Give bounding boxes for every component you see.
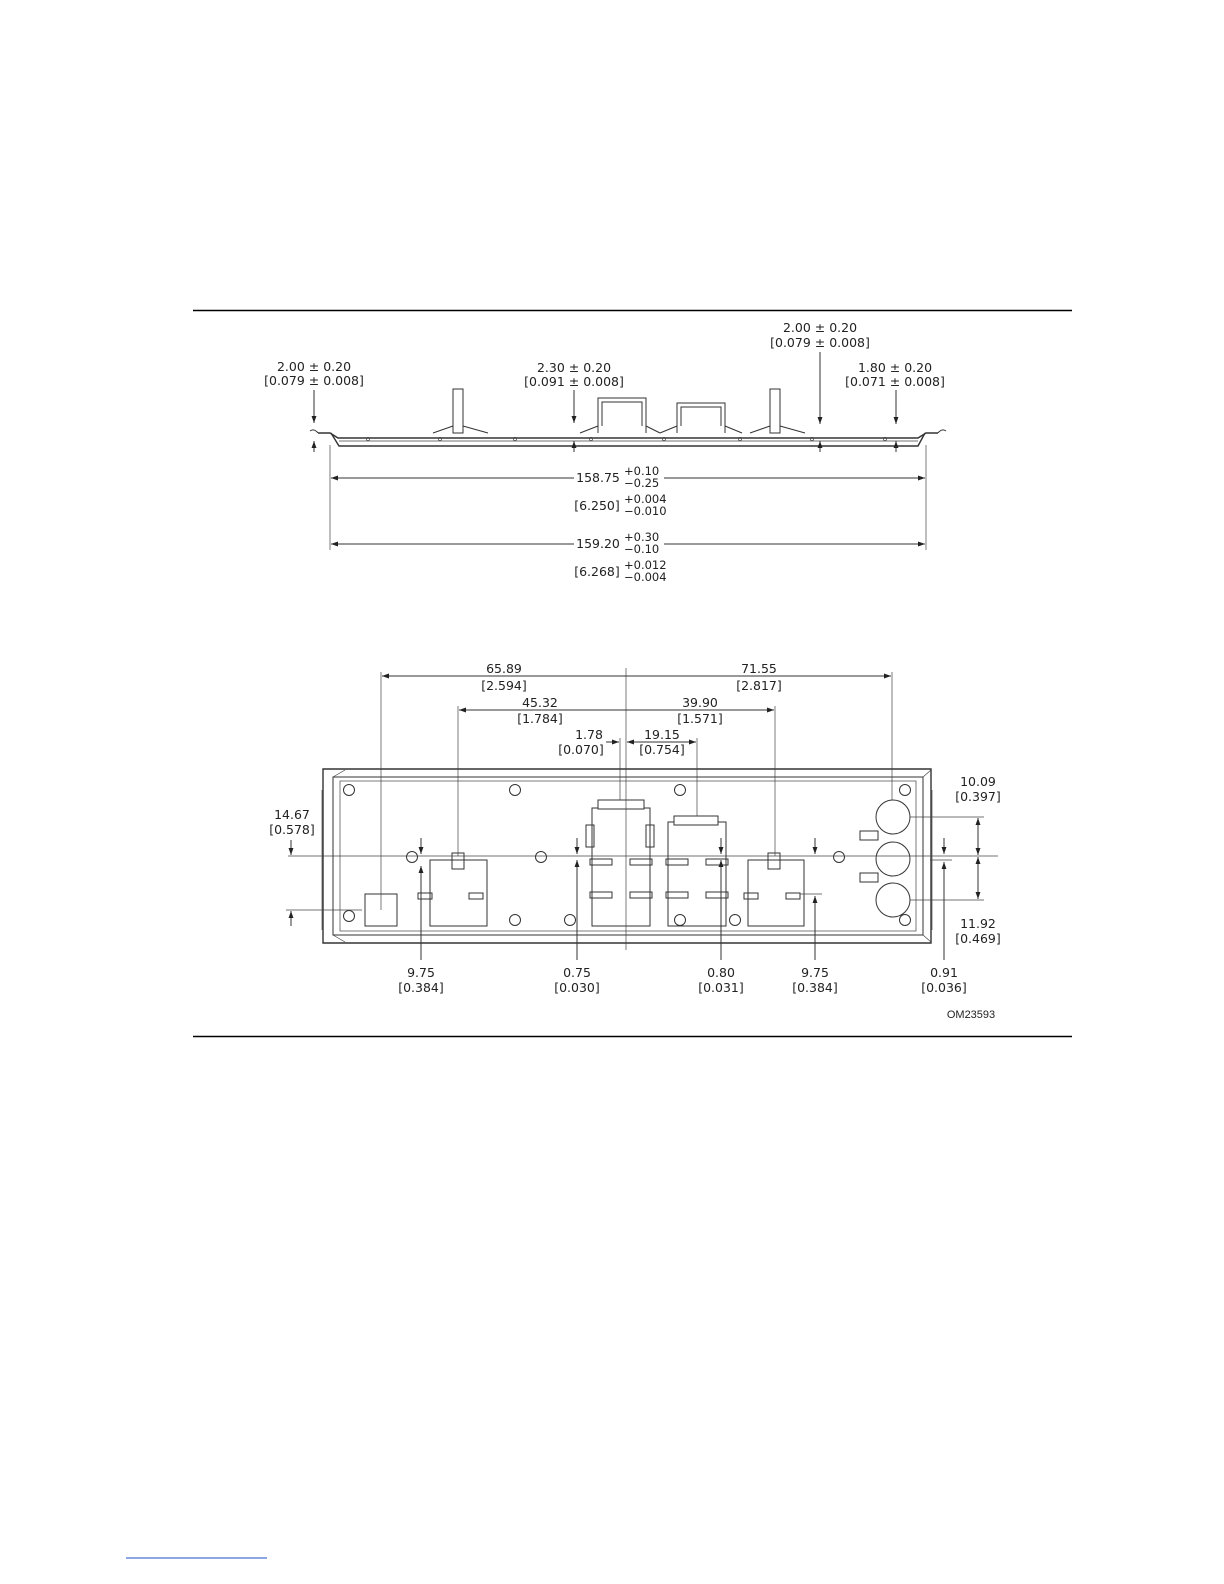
dim-14-67-in: [0.578] bbox=[269, 822, 315, 837]
dim-65-89-in: [2.594] bbox=[481, 678, 527, 693]
side-view-holes bbox=[366, 437, 887, 441]
side-tab-1 bbox=[597, 397, 647, 433]
front-plate-outline bbox=[322, 768, 932, 944]
front-port-cutout-3 bbox=[665, 815, 729, 927]
overall-outer-in-minus: −0.004 bbox=[624, 570, 667, 584]
dim-1-78-in: [0.070] bbox=[558, 742, 604, 757]
dim-71-55-in: [2.817] bbox=[736, 678, 782, 693]
dim-19-15-mm: 19.15 bbox=[644, 727, 680, 742]
dim-0-75-mm: 0.75 bbox=[563, 965, 591, 980]
side-left-height-in: [0.079 ± 0.008] bbox=[264, 373, 364, 388]
front-view: 65.89 [2.594] 71.55 [2.817] 45.32 [1.784… bbox=[269, 661, 1001, 995]
dim-10-09-in: [0.397] bbox=[955, 789, 1001, 804]
side-post-right bbox=[769, 388, 781, 434]
dim-19-15-in: [0.754] bbox=[639, 742, 685, 757]
dim-0-91-mm: 0.91 bbox=[930, 965, 958, 980]
overall-outer-mm: 159.20 bbox=[576, 536, 620, 551]
dim-0-80-mm: 0.80 bbox=[707, 965, 735, 980]
overall-inner-in-plus: +0.004 bbox=[624, 492, 667, 506]
overall-outer-mm-minus: −0.10 bbox=[624, 542, 659, 556]
side-view: 2.00 ± 0.20 [0.079 ± 0.008] 2.30 ± 0.20 … bbox=[264, 320, 947, 584]
side-right-tab-height-in: [0.079 ± 0.008] bbox=[770, 335, 870, 350]
front-holes bbox=[343, 784, 911, 926]
overall-inner-mm-minus: −0.25 bbox=[624, 476, 659, 490]
dim-9-75-left-mm: 9.75 bbox=[407, 965, 435, 980]
dim-45-32-mm: 45.32 bbox=[522, 695, 558, 710]
figure-id: OM23593 bbox=[947, 1009, 995, 1021]
dim-65-89-mm: 65.89 bbox=[486, 661, 522, 676]
side-right-tab-height-mm: 2.00 ± 0.20 bbox=[783, 320, 857, 335]
dim-0-80-in: [0.031] bbox=[698, 980, 744, 995]
dim-9-75-right-mm: 9.75 bbox=[801, 965, 829, 980]
overall-outer-in-plus: +0.012 bbox=[624, 558, 667, 572]
overall-inner-in-minus: −0.010 bbox=[624, 504, 667, 518]
side-tab-2 bbox=[676, 402, 726, 433]
dim-0-91-in: [0.036] bbox=[921, 980, 967, 995]
overall-inner-mm-plus: +0.10 bbox=[624, 464, 659, 478]
dim-14-67-mm: 14.67 bbox=[274, 807, 310, 822]
dim-9-75-right-in: [0.384] bbox=[792, 980, 838, 995]
overall-outer-in: [6.268] bbox=[574, 564, 620, 579]
dim-39-90-mm: 39.90 bbox=[682, 695, 718, 710]
front-audio-jacks bbox=[859, 799, 911, 918]
front-port-cutout-4 bbox=[743, 852, 805, 927]
front-port-cutout-2 bbox=[585, 799, 655, 927]
dim-39-90-in: [1.571] bbox=[677, 711, 723, 726]
overall-inner-mm: 158.75 bbox=[576, 470, 620, 485]
side-post-left bbox=[452, 388, 464, 434]
front-port-cutout-1 bbox=[417, 852, 488, 927]
side-tab-height-in: [0.091 ± 0.008] bbox=[524, 374, 624, 389]
dim-10-09-mm: 10.09 bbox=[960, 774, 996, 789]
side-left-height-mm: 2.00 ± 0.20 bbox=[277, 359, 351, 374]
overall-inner-in: [6.250] bbox=[574, 498, 620, 513]
dim-11-92-in: [0.469] bbox=[955, 931, 1001, 946]
dim-0-75-in: [0.030] bbox=[554, 980, 600, 995]
dim-45-32-in: [1.784] bbox=[517, 711, 563, 726]
dim-1-78-mm: 1.78 bbox=[575, 727, 603, 742]
overall-outer-mm-plus: +0.30 bbox=[624, 530, 659, 544]
side-right-height-mm: 1.80 ± 0.20 bbox=[858, 360, 932, 375]
side-tab-height-mm: 2.30 ± 0.20 bbox=[537, 360, 611, 375]
dim-11-92-mm: 11.92 bbox=[960, 916, 996, 931]
side-right-height-in: [0.071 ± 0.008] bbox=[845, 374, 945, 389]
dim-9-75-left-in: [0.384] bbox=[398, 980, 444, 995]
dim-71-55-mm: 71.55 bbox=[741, 661, 777, 676]
